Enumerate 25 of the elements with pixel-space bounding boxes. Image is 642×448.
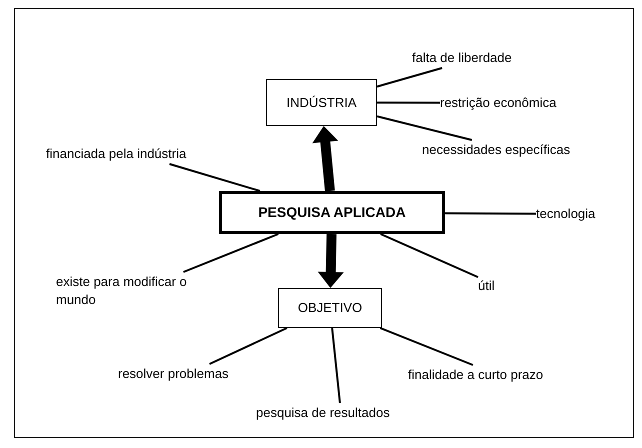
concept-box: OBJETIVO: [278, 288, 382, 328]
connector-line: [377, 102, 440, 104]
connector-line: [380, 327, 474, 366]
block-arrow: [312, 126, 338, 192]
connector-line: [169, 163, 260, 192]
connector-line: [331, 328, 341, 404]
concept-text: útil: [478, 276, 518, 296]
concept-box: INDÚSTRIA: [266, 79, 377, 126]
connector-line: [380, 233, 478, 278]
concept-text: falta de liberdade: [412, 48, 542, 68]
connector-line: [376, 67, 442, 88]
block-arrow: [318, 234, 344, 288]
connector-line: [183, 233, 279, 273]
concept-text: pesquisa de resultados: [256, 403, 426, 423]
concept-text: restrição econômica: [440, 93, 590, 113]
concept-text: existe para modificar o mundo: [56, 272, 216, 310]
connector-line: [376, 115, 472, 141]
connector-line: [209, 327, 288, 365]
concept-text: finalidade a curto prazo: [408, 365, 588, 385]
concept-text: resolver problemas: [118, 364, 258, 384]
connector-line: [445, 212, 536, 215]
concept-box: PESQUISA APLICADA: [219, 191, 445, 234]
concept-text: financiada pela indústria: [46, 144, 226, 164]
concept-text: tecnologia: [536, 204, 616, 224]
concept-text: necessidades específicas: [422, 140, 602, 160]
